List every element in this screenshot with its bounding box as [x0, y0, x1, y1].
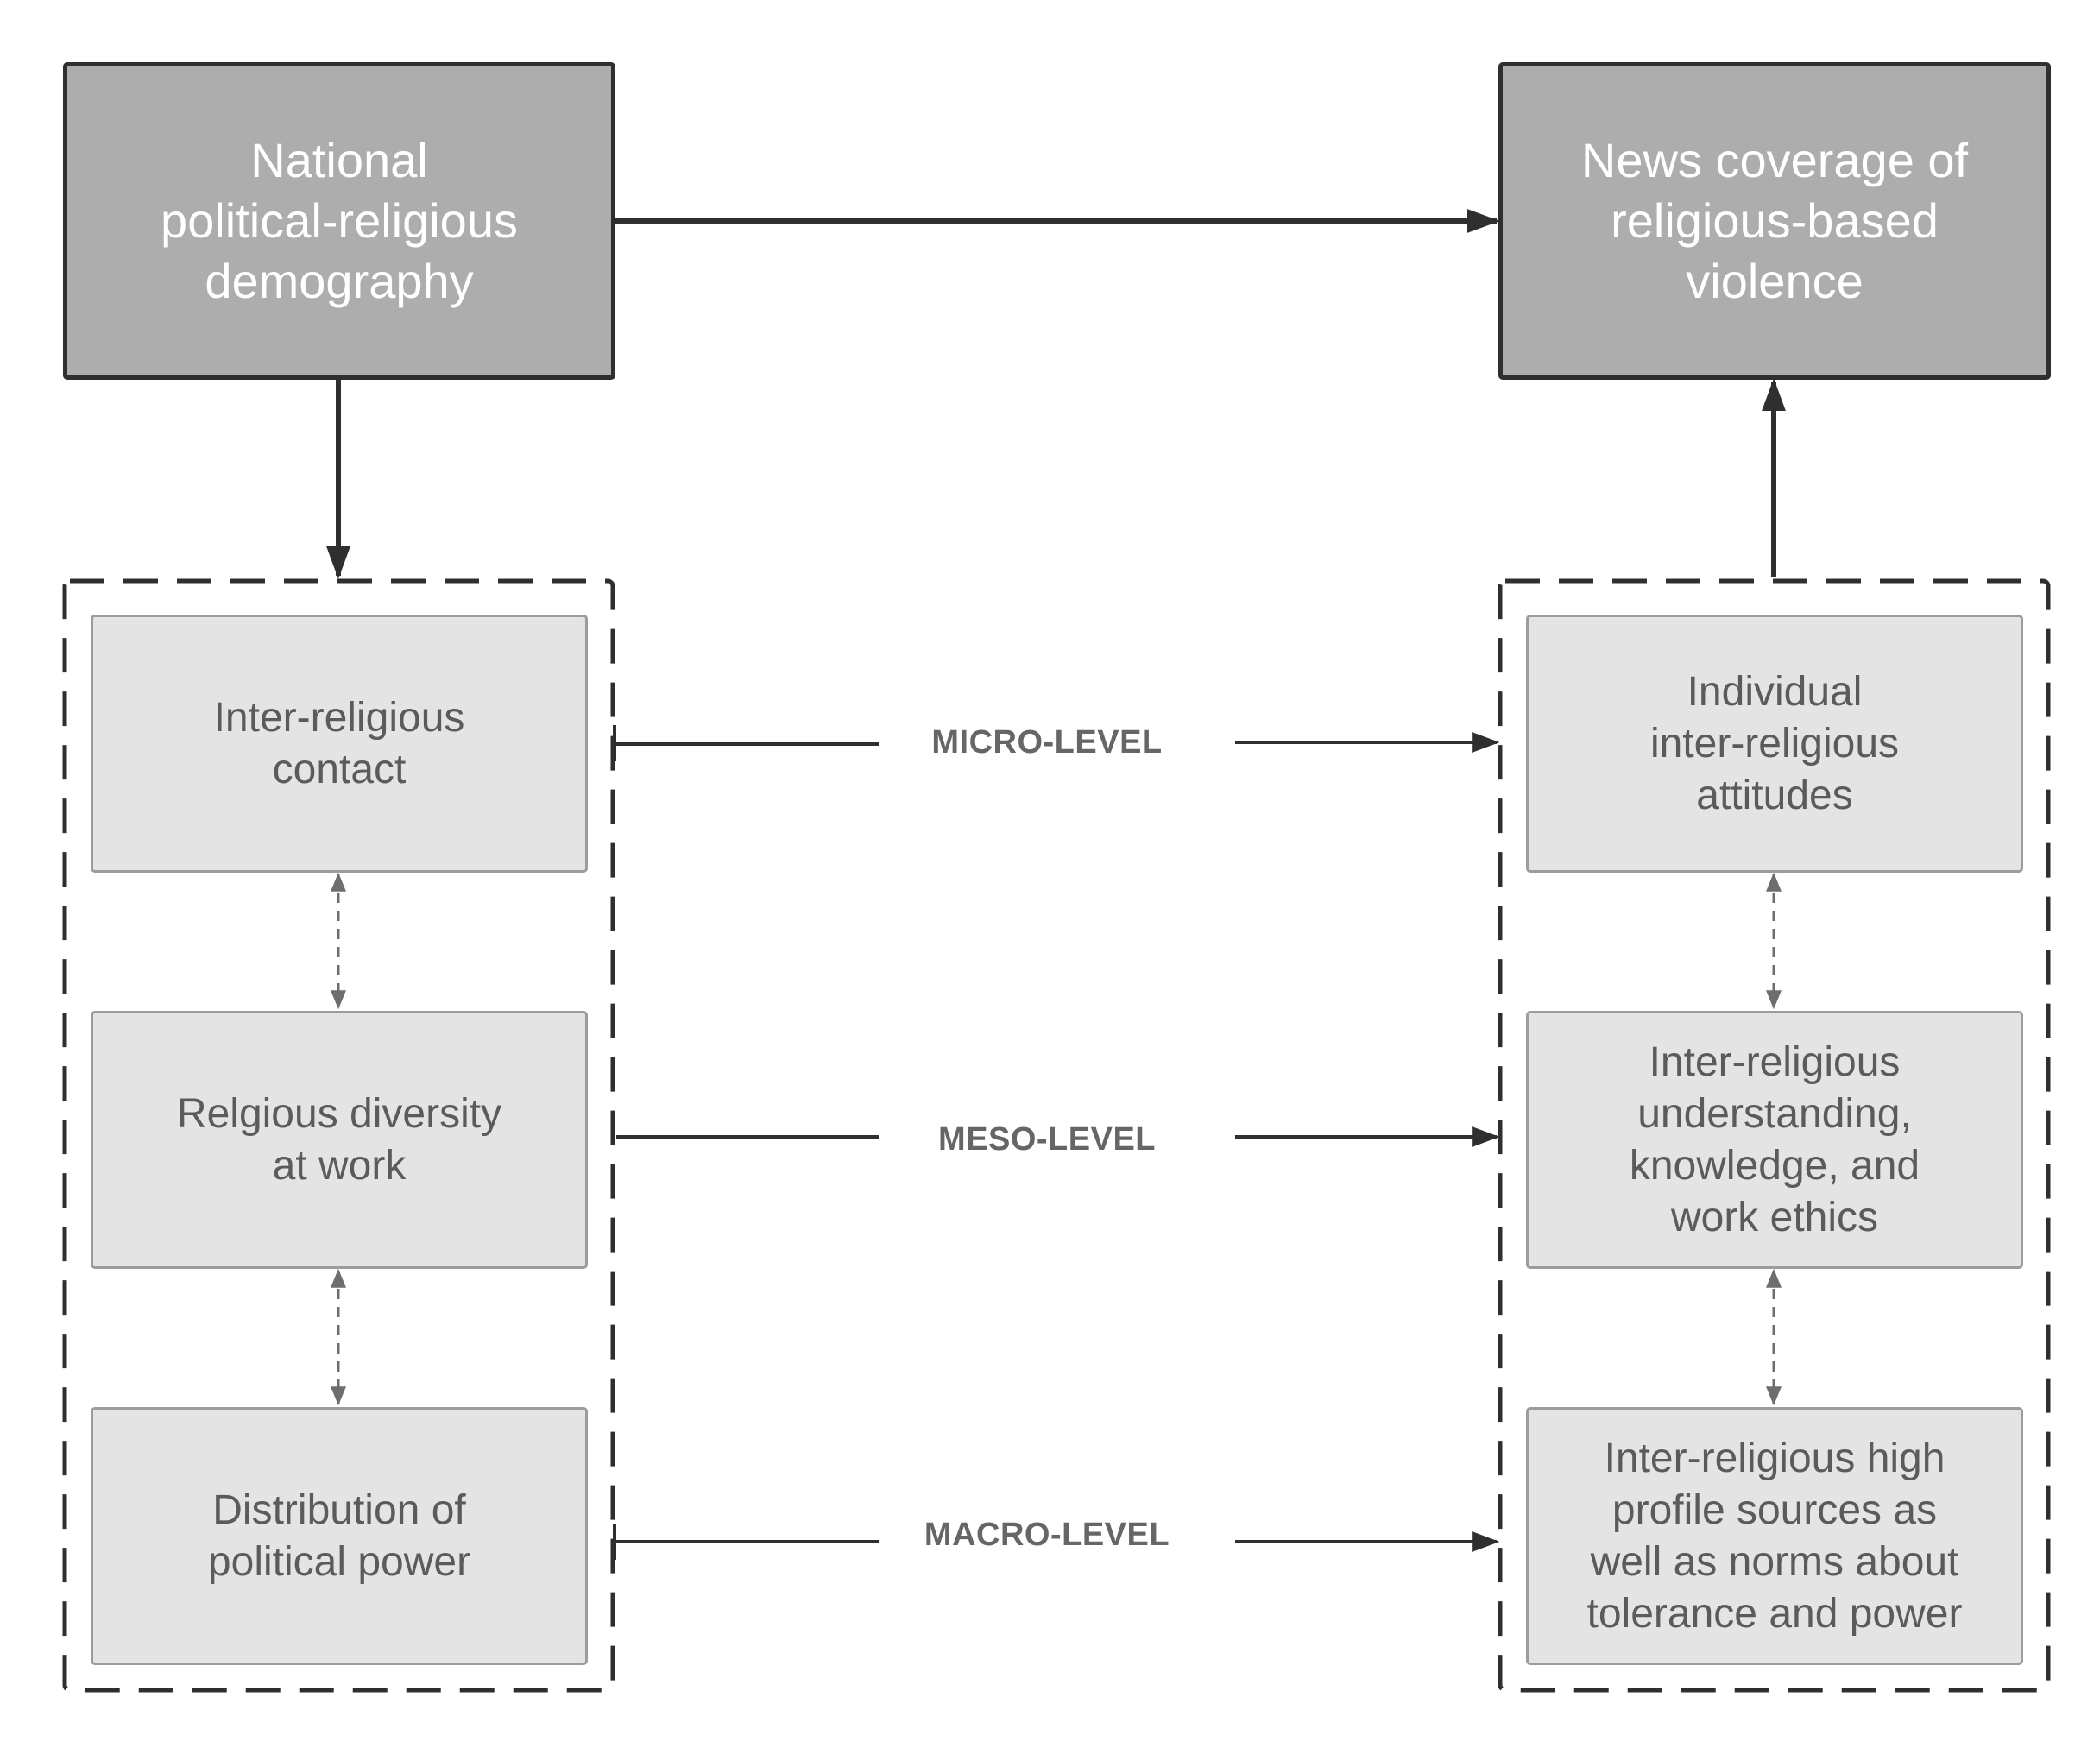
node-text-line: religious-based [1611, 193, 1939, 248]
node-text-line: inter-religious [1649, 720, 1900, 767]
right-group-border [1498, 578, 2051, 1693]
node-text-line: tolerance and power [1586, 1590, 1963, 1637]
node-text-line: Individual [1687, 668, 1863, 715]
node-political-power: Distribution of political power [91, 1407, 588, 1665]
node-high-profile-sources: Inter-religious high profile sources as … [1526, 1407, 2023, 1665]
node-religious-diversity: Relgious diversity at work [91, 1011, 588, 1269]
node-text-line: Relgious diversity [176, 1090, 502, 1137]
node-text-line: understanding, [1637, 1090, 1912, 1137]
node-text-line: contact [272, 746, 407, 792]
micro-level-label: MICRO-LEVEL [931, 724, 1163, 760]
node-national-demography: National political-religious demography [63, 62, 615, 380]
node-text-line: political-religious [161, 193, 518, 248]
node-text-line: violence [1686, 254, 1864, 308]
node-text-line: News coverage of [1580, 133, 1969, 187]
node-text-line: Inter-religious high [1604, 1435, 1945, 1481]
node-text-line: at work [272, 1142, 407, 1189]
node-text-line: work ethics [1670, 1194, 1879, 1240]
node-text-line: political power [207, 1538, 471, 1585]
node-text-line: Inter-religious [213, 694, 465, 741]
macro-level-label: MACRO-LEVEL [924, 1517, 1170, 1553]
node-text-line: Inter-religious [1649, 1038, 1901, 1085]
node-text-line: demography [205, 254, 474, 308]
node-text-line: attitudes [1696, 772, 1853, 818]
node-text-line: well as norms about [1590, 1538, 1959, 1585]
node-understanding: Inter-religious understanding, knowledge… [1526, 1011, 2023, 1269]
node-news-coverage: News coverage of religious-based violenc… [1498, 62, 2051, 380]
node-text-line: knowledge, and [1629, 1142, 1920, 1189]
node-text-line: profile sources as [1611, 1486, 1938, 1533]
node-individual-attitudes: Individual inter-religious attitudes [1526, 615, 2023, 873]
node-inter-religious-contact: Inter-religious contact [91, 615, 588, 873]
left-group-border [62, 578, 615, 1693]
node-text-line: Distribution of [212, 1486, 466, 1533]
meso-level-label: MESO-LEVEL [937, 1121, 1157, 1158]
node-text-line: National [250, 133, 428, 187]
